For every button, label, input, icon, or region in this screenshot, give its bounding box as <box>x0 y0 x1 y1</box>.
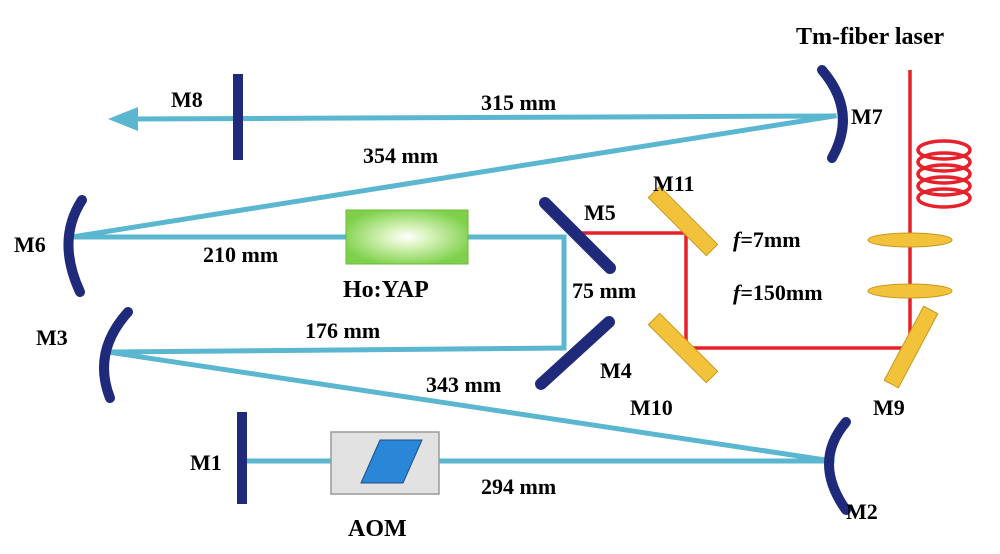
label-m1: M1 <box>190 450 222 475</box>
mirror-m2 <box>824 417 851 515</box>
label-m5: M5 <box>584 200 616 225</box>
beam-m3-m4 <box>105 345 567 355</box>
mirror-m9 <box>883 305 939 389</box>
distance-354: 354 mm <box>363 143 438 168</box>
label-m8: M8 <box>171 87 203 112</box>
flat-mirror-icon <box>233 74 243 160</box>
source-label: Tm-fiber laser <box>796 24 945 50</box>
label-m7: M7 <box>851 104 883 129</box>
ho-yap-crystal <box>345 209 469 265</box>
mirror-m7 <box>817 65 848 163</box>
lens2-label: f=150mm <box>733 280 823 305</box>
mirror-m10 <box>647 312 719 384</box>
lens-f7-icon <box>867 232 953 248</box>
lens-f150-icon <box>867 283 953 299</box>
label-m10: M10 <box>630 395 673 420</box>
label-m9: M9 <box>873 395 905 420</box>
label-m6: M6 <box>14 232 46 257</box>
distance-343: 343 mm <box>426 372 501 397</box>
distance-315: 315 mm <box>481 90 556 115</box>
distance-294: 294 mm <box>481 474 556 499</box>
flat-mirror-icon <box>237 412 247 504</box>
beam-m6-m7 <box>69 113 837 240</box>
curved-mirror-icon <box>817 65 848 163</box>
curved-mirror-icon <box>99 307 133 403</box>
aom-label: AOM <box>348 516 407 542</box>
pump-beam <box>580 70 972 350</box>
aom-crystal-icon <box>360 439 423 484</box>
distance-75: 75 mm <box>572 278 636 303</box>
crystal-label: Ho:YAP <box>343 277 429 303</box>
curved-mirror-icon <box>63 195 87 297</box>
mirror-m6 <box>63 195 87 297</box>
mirror-m11 <box>647 185 719 257</box>
mirror-m1 <box>237 412 247 504</box>
mirror-m8 <box>233 74 243 160</box>
label-m4: M4 <box>600 358 632 383</box>
aom-device <box>330 431 440 495</box>
beam-m7-output <box>127 113 837 122</box>
cavity-beam <box>69 107 837 464</box>
fiber-coil-icon <box>916 139 972 209</box>
lens1-label: f=7mm <box>733 227 801 252</box>
distance-210: 210 mm <box>203 242 278 267</box>
curved-mirror-icon <box>824 417 851 515</box>
output-arrow-icon <box>108 107 138 131</box>
beam-m2-m3 <box>105 349 835 464</box>
distance-176: 176 mm <box>305 318 380 343</box>
label-m2: M2 <box>846 499 878 524</box>
mirror-m3 <box>99 307 133 403</box>
label-m3: M3 <box>36 325 68 350</box>
mirror-m4 <box>535 316 615 390</box>
mirror-m5 <box>539 197 616 274</box>
label-m11: M11 <box>653 171 695 196</box>
